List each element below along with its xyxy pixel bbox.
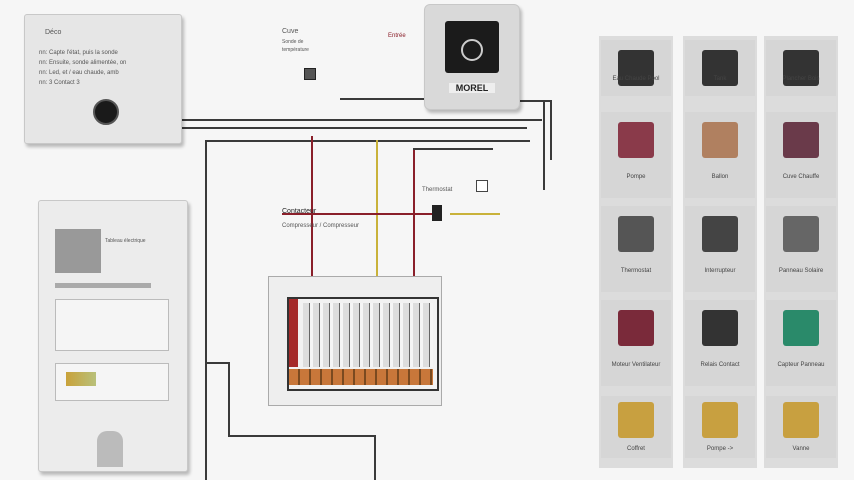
wire-top-loop [205,140,530,142]
palette-item[interactable]: Plancher Bois [766,40,836,96]
compressor-label-1: Contacteur [282,208,317,215]
palette-item-label: Tank [713,76,727,82]
palette-item[interactable]: Pompe -> [685,396,755,458]
valve-icon [783,402,819,438]
palette-item[interactable]: Pompe [601,112,671,198]
wire-lower-v2 [374,435,376,480]
wire-compressor [282,213,437,215]
wire-lower-h [228,435,374,437]
palette-item[interactable]: Thermostat [601,206,671,292]
knob-icon[interactable] [93,99,119,125]
palette-item-label: Cuve Chauffe [782,174,820,180]
controller-input-label: Entrée [388,33,406,39]
palette-item-label: Relais Contact [700,362,740,368]
palette-item-label: Moteur Ventilateur [611,362,661,368]
motor-icon [618,310,654,346]
controller-label: MOREL [449,83,495,93]
palette-item[interactable]: Interrupteur [685,206,755,292]
terminal-slots [303,303,433,367]
terminal-red-bar [289,299,298,367]
wire-right-1 [543,100,545,190]
palette-item-label: Interrupteur [704,268,736,274]
palette-item[interactable]: Cuve Chauffe [766,112,836,198]
controller-unit[interactable]: MOREL [424,4,520,110]
breaker-label-block [55,229,101,273]
sensor-sub: Sonde de température [282,39,309,53]
solar-icon [783,310,819,346]
wire-left-drop [205,140,207,480]
thermostat-icon [618,216,654,252]
wire-compressor-right [450,213,500,215]
sensor-label: Cuve [282,28,299,35]
switch-icon[interactable] [476,180,488,192]
palette-item-label: Coffret [627,446,645,452]
pool-icon [618,50,654,86]
wire-red-2-top [413,148,493,150]
thermostat-line-1: nn: Capte l'état, puis la sonde [39,50,118,56]
pump-icon [618,122,654,158]
compressor-label-2: Compresseur / Compresseur [282,223,360,229]
sensor-probe-icon[interactable] [304,68,316,80]
thermostat-line-4: nn: 3 Contact 3 [39,80,80,86]
thermostat-box[interactable]: Déco nn: Capte l'état, puis la sonde nn:… [24,14,182,144]
wire-sensor [340,98,425,100]
connector-icon[interactable] [432,205,442,221]
wire-right-2 [550,100,552,160]
palette-item[interactable]: Capteur Panneau [766,300,836,386]
wire-lower-h2 [205,362,230,364]
switch-icon [702,216,738,252]
heater-icon [783,122,819,158]
palette-item-label: Panneau Solaire [778,268,824,274]
controller-screen [445,21,499,73]
pump-box-icon [702,402,738,438]
breaker-bar [55,283,151,288]
relay-icon [702,310,738,346]
wire-main-2 [182,127,527,129]
tank-icon [702,50,738,86]
breaker-clamp-icon [97,431,123,467]
breaker-header: Tableau électrique [105,238,146,244]
breaker-section-1[interactable] [55,299,169,351]
palette-item[interactable]: Panneau Solaire [766,206,836,292]
terminal-block[interactable] [287,297,439,391]
floor-icon [783,50,819,86]
wire-ctrl-right [518,100,552,102]
palette-item[interactable]: Vanne [766,396,836,458]
wire-yellow-1 [376,140,378,295]
box-icon [618,402,654,438]
thermostat-label: Thermostat [422,187,453,193]
controller-dial-icon[interactable] [461,39,483,61]
breaker-panel[interactable]: Tableau électrique [38,200,188,472]
palette-item[interactable]: Relais Contact [685,300,755,386]
wire-main-1 [182,119,542,121]
palette-item[interactable]: Coffret [601,396,671,458]
thermostat-line-3: nn: Led, et / eau chaude, amb [39,70,119,76]
palette-item-label: Vanne [792,446,810,452]
palette-item[interactable]: Ballon [685,112,755,198]
palette-item-label: Capteur Panneau [777,362,825,368]
thermostat-box-title: Déco [45,29,62,36]
breaker-section-2[interactable] [55,363,169,401]
palette-item[interactable]: Eau Chaude Pool [601,40,671,96]
palette-item-label: Pompe [626,174,646,180]
wire-lower-v1 [228,362,230,437]
palette-item-label: Thermostat [620,268,652,274]
wire-red-2 [413,148,415,296]
wire-red-1 [311,136,313,296]
palette-item[interactable]: Tank [685,40,755,96]
panel-icon [783,216,819,252]
breaker-color-tag [66,372,96,386]
palette-item-label: Eau Chaude Pool [612,76,660,82]
boiler-icon [702,122,738,158]
palette-item-label: Ballon [711,174,729,180]
thermostat-line-2: nn: Ensuite, sonde alimentée, on [39,60,127,66]
palette-item[interactable]: Moteur Ventilateur [601,300,671,386]
palette-item-label: Plancher Bois [782,76,820,82]
palette-item-label: Pompe -> [706,446,734,452]
terminal-orange-bar [289,369,433,385]
